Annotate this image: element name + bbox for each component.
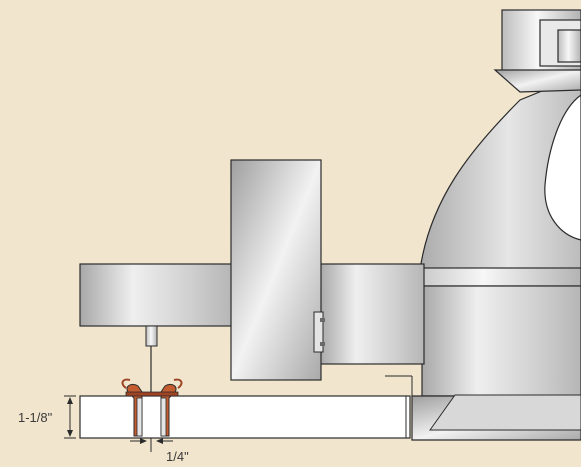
gap-arrow-left-icon [156,438,163,444]
trim-clip-icon [121,378,183,437]
base-bevel [429,394,581,431]
ceiling-board [79,395,411,439]
gap-dimension-label: 1/4" [166,449,189,464]
height-arrow-up-icon [67,397,73,404]
socket-cap-core [557,29,581,63]
hanger-post [145,325,158,347]
bracket-screw-top [320,318,325,322]
socket-shoulder [493,69,581,93]
dome-collar [403,267,581,287]
lower-housing [421,285,581,397]
plate-body [230,159,322,381]
lamp-housing [385,9,581,441]
plate-bracket [313,311,324,353]
dome-shell [419,74,581,276]
hanger-assembly [145,325,158,395]
height-dimension: 1-1/8" [18,395,76,439]
clip-left-leg [136,397,143,437]
gap-arrow-right-icon [140,438,147,444]
arm-right-segment [319,263,425,365]
height-arrow-down-icon [67,430,73,437]
gap-dimension: 1/4" [130,438,189,464]
clip-left-curl [121,378,131,389]
height-dimension-label: 1-1/8" [18,410,53,425]
mounting-plate [230,159,325,381]
bracket-screw-bottom [320,342,325,346]
arm-left-segment [79,263,233,327]
clip-right-leg [160,397,167,437]
clip-top-flange [125,391,179,397]
lamp-bulb [544,94,581,241]
clip-right-curl [173,378,183,389]
board-body [79,395,411,439]
